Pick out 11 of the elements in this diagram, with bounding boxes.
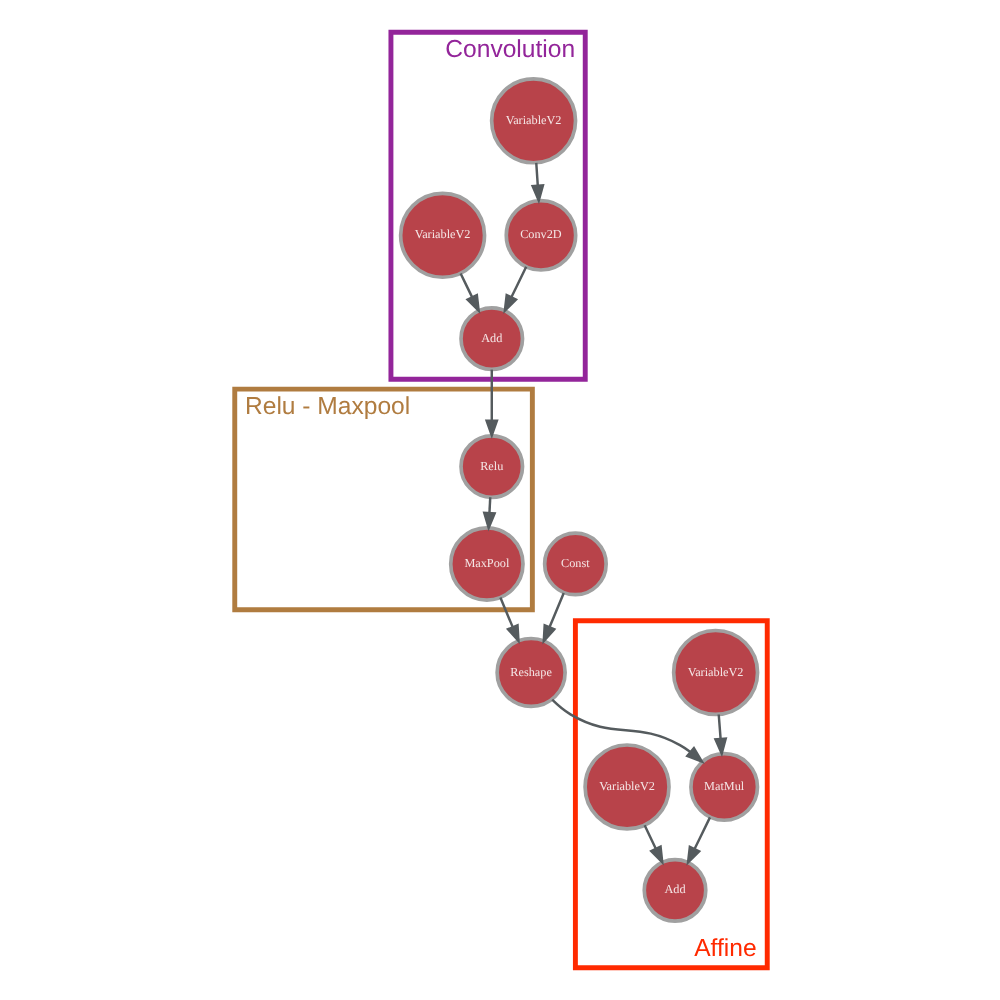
arrow	[550, 698, 704, 764]
arrow	[642, 824, 663, 866]
arrow	[483, 369, 498, 440]
arrow	[498, 597, 519, 645]
arrow	[481, 497, 496, 532]
arrow	[541, 592, 564, 645]
arrow	[712, 714, 727, 758]
arrow	[529, 162, 544, 205]
arrow	[502, 266, 527, 314]
arrow	[685, 816, 711, 866]
arrow	[458, 273, 480, 314]
